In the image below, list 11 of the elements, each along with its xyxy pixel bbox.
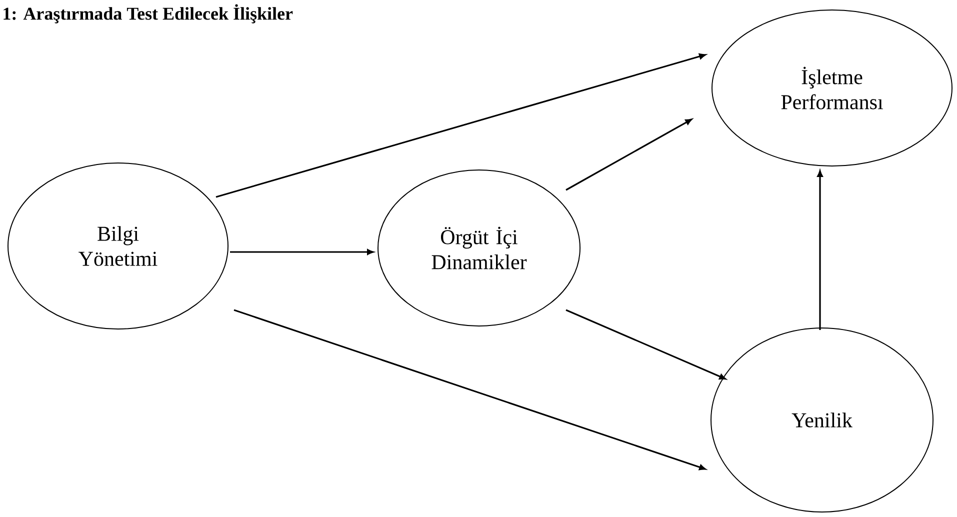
ellipse-node: Bilgi Yönetimi [8, 162, 228, 330]
arrow [216, 54, 706, 198]
arrow [566, 309, 726, 380]
arrow [234, 309, 706, 470]
arrow [230, 249, 374, 255]
arrow [817, 170, 823, 330]
ellipse-node: Örgüt İçi Dinamikler [378, 170, 580, 326]
arrow [566, 118, 692, 191]
ellipse-node: Yenilik [710, 328, 934, 512]
figure-title: 1: Araştırmada Test Edilecek İlişkiler [4, 4, 293, 24]
ellipse-node: İşletme Performansı [712, 10, 953, 166]
